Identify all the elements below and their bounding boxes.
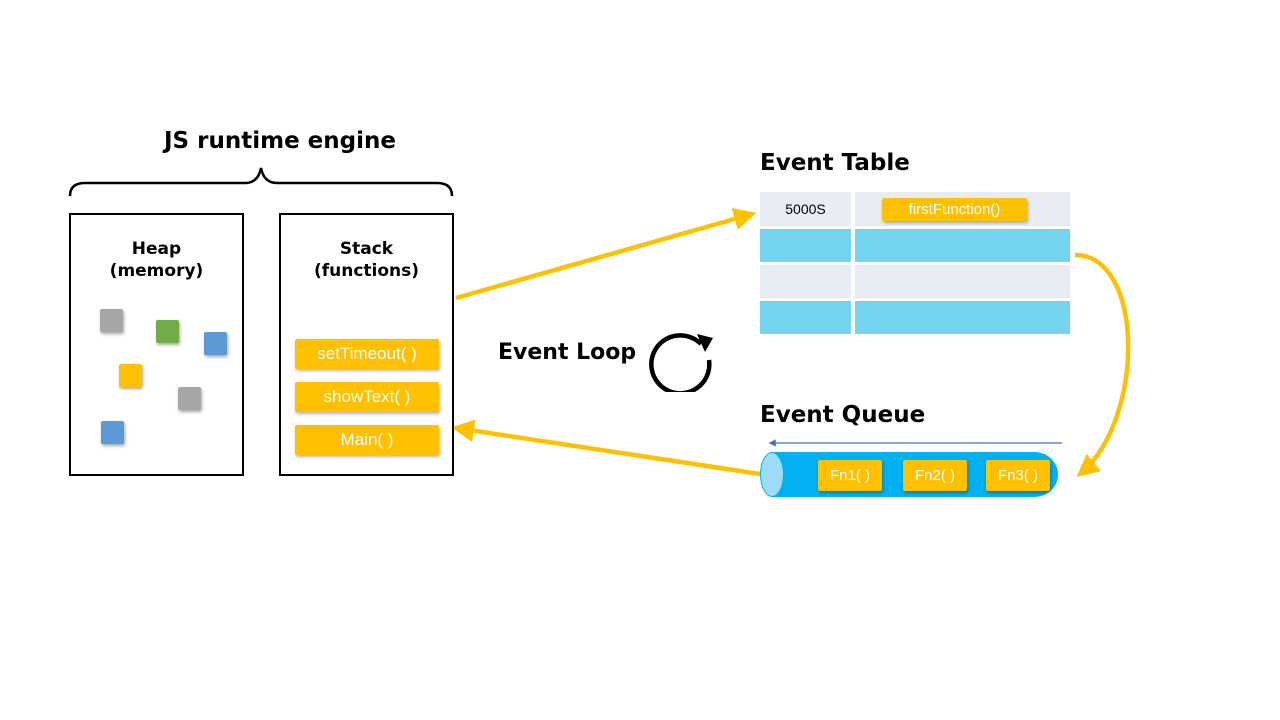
heap-label-line2: (memory) bbox=[109, 261, 204, 281]
runtime-brace bbox=[68, 167, 454, 197]
table-cell-fn bbox=[855, 229, 1070, 262]
event-table: 5000S firstFunction() bbox=[760, 192, 1070, 334]
stack-label-line2: (functions) bbox=[313, 261, 420, 281]
table-cell-fn bbox=[855, 265, 1070, 298]
queue-item-fn3: Fn3( ) bbox=[986, 460, 1050, 491]
heap-block bbox=[204, 332, 227, 355]
table-cell-time bbox=[760, 301, 851, 334]
queue-pipe-end bbox=[760, 452, 784, 497]
stack-frame-showtext: showText( ) bbox=[295, 382, 439, 412]
table-cell-fn bbox=[855, 301, 1070, 334]
table-cell-time bbox=[760, 229, 851, 262]
stack-to-table-arrow bbox=[455, 208, 757, 301]
heap-label-line1: Heap bbox=[131, 239, 182, 259]
event-queue-title: Event Queue bbox=[760, 402, 926, 428]
queue-to-stack-arrow bbox=[451, 419, 761, 477]
heap-block bbox=[156, 320, 179, 343]
table-cell-time: 5000S bbox=[760, 192, 851, 226]
stack-frame-settimeout: setTimeout( ) bbox=[295, 339, 439, 369]
heap-block bbox=[178, 387, 201, 410]
table-fn-first-function: firstFunction() bbox=[882, 198, 1027, 221]
queue-item-fn1: Fn1( ) bbox=[818, 460, 882, 491]
heap-block bbox=[101, 421, 124, 444]
stack-box: Stack (functions) setTimeout( ) showText… bbox=[279, 213, 454, 476]
stack-label-line1: Stack bbox=[339, 239, 394, 259]
refresh-icon bbox=[649, 333, 713, 392]
table-to-queue-arrow bbox=[1074, 252, 1131, 477]
event-queue-pipe: Fn1( ) Fn2( ) Fn3( ) bbox=[760, 452, 1070, 497]
queue-item-fn2: Fn2( ) bbox=[903, 460, 967, 491]
table-cell-fn: firstFunction() bbox=[855, 192, 1070, 226]
runtime-engine-title: JS runtime engine bbox=[164, 128, 396, 154]
heap-block bbox=[119, 364, 142, 387]
event-table-title: Event Table bbox=[760, 150, 910, 176]
event-loop-label: Event Loop bbox=[498, 340, 637, 365]
heap-block bbox=[100, 309, 123, 332]
table-cell-time bbox=[760, 265, 851, 298]
stack-frame-main: Main( ) bbox=[295, 425, 439, 455]
heap-box: Heap (memory) bbox=[69, 213, 244, 476]
